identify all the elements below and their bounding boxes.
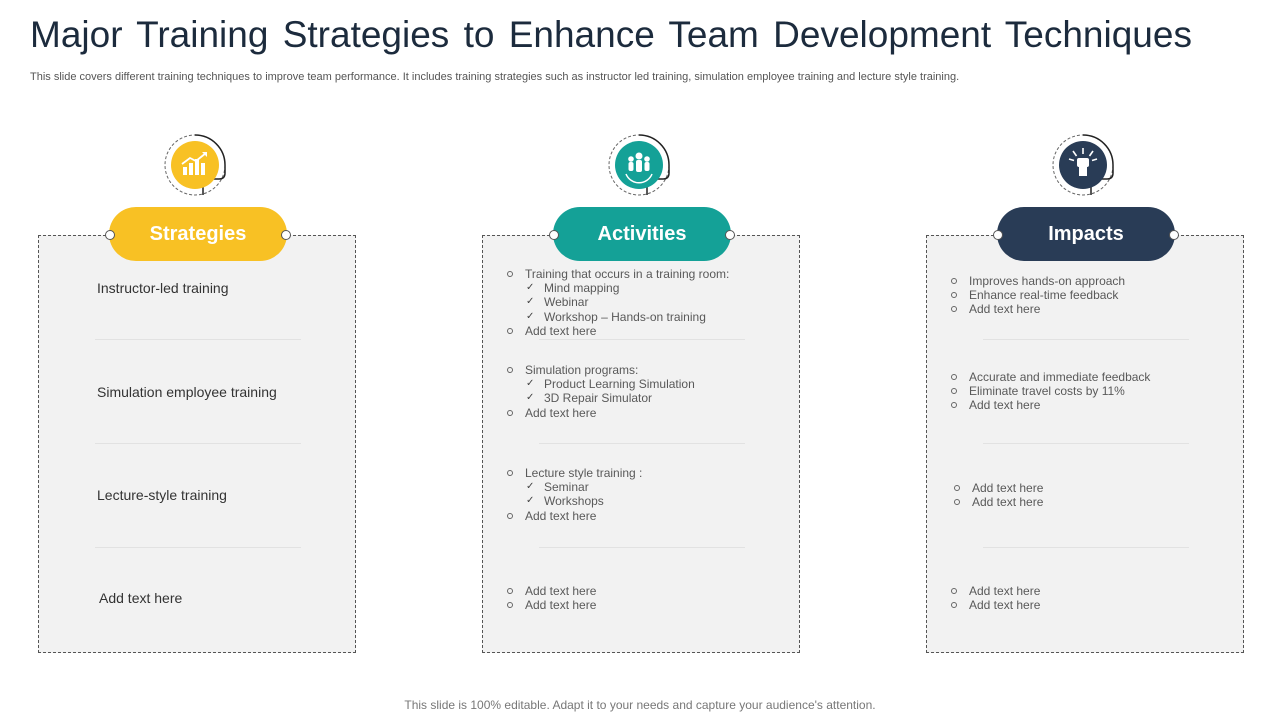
strategy-item: Simulation employee training xyxy=(97,384,277,400)
list-item: Add text here xyxy=(505,584,596,598)
divider xyxy=(95,547,301,548)
list-item: Add text here xyxy=(505,598,596,612)
list-item: Add text here xyxy=(949,302,1125,316)
list-item: Lecture style training : xyxy=(505,466,642,480)
team-group-icon xyxy=(608,134,670,196)
page-subtitle: This slide covers different training tec… xyxy=(30,71,960,83)
list-item: Training that occurs in a training room: xyxy=(505,267,729,281)
list-item: Add text here xyxy=(952,495,1043,509)
list-item: Add text here xyxy=(505,509,642,523)
list-item: Add text here xyxy=(949,398,1150,412)
connector-dot xyxy=(281,230,291,240)
divider xyxy=(983,443,1189,444)
list-item: Add text here xyxy=(505,324,729,338)
impact-group: Add text here Add text here xyxy=(949,584,1040,612)
fist-power-icon xyxy=(1052,134,1114,196)
connector-dot xyxy=(725,230,735,240)
strategies-box: Instructor-led training Simulation emplo… xyxy=(38,235,356,653)
list-item: 3D Repair Simulator xyxy=(505,391,695,405)
activity-group: Training that occurs in a training room:… xyxy=(505,267,729,338)
impacts-label: Impacts xyxy=(997,207,1175,261)
strategies-label: Strategies xyxy=(109,207,287,261)
list-item: Workshop – Hands-on training xyxy=(505,310,729,324)
activities-column: Training that occurs in a training room:… xyxy=(482,130,800,654)
impact-group: Accurate and immediate feedback Eliminat… xyxy=(949,370,1150,413)
strategies-column: Instructor-led training Simulation emplo… xyxy=(38,130,356,654)
impacts-box: Improves hands-on approach Enhance real-… xyxy=(926,235,1244,653)
activity-group: Lecture style training : Seminar Worksho… xyxy=(505,466,642,523)
divider xyxy=(95,443,301,444)
activities-label: Activities xyxy=(553,207,731,261)
strategy-item: Instructor-led training xyxy=(97,280,229,296)
list-item: Eliminate travel costs by 11% xyxy=(949,384,1150,398)
list-item: Seminar xyxy=(505,480,642,494)
list-item: Mind mapping xyxy=(505,281,729,295)
list-item: Improves hands-on approach xyxy=(949,274,1125,288)
impacts-column: Improves hands-on approach Enhance real-… xyxy=(926,130,1244,654)
connector-dot xyxy=(105,230,115,240)
list-item: Enhance real-time feedback xyxy=(949,288,1125,302)
impact-group: Add text here Add text here xyxy=(952,481,1043,509)
list-item: Simulation programs: xyxy=(505,363,695,377)
list-item: Add text here xyxy=(505,406,695,420)
activity-group: Add text here Add text here xyxy=(505,584,596,612)
list-item: Add text here xyxy=(952,481,1043,495)
list-item: Accurate and immediate feedback xyxy=(949,370,1150,384)
divider xyxy=(95,339,301,340)
activity-group: Simulation programs: Product Learning Si… xyxy=(505,363,695,420)
impact-group: Improves hands-on approach Enhance real-… xyxy=(949,274,1125,317)
divider xyxy=(983,547,1189,548)
divider xyxy=(983,339,1189,340)
list-item: Workshops xyxy=(505,494,642,508)
connector-dot xyxy=(549,230,559,240)
divider xyxy=(539,547,745,548)
activities-box: Training that occurs in a training room:… xyxy=(482,235,800,653)
connector-dot xyxy=(993,230,1003,240)
footer-note: This slide is 100% editable. Adapt it to… xyxy=(404,698,876,712)
list-item: Add text here xyxy=(949,598,1040,612)
list-item: Webinar xyxy=(505,295,729,309)
strategy-item: Add text here xyxy=(99,590,183,606)
divider xyxy=(539,339,745,340)
page-title: Major Training Strategies to Enhance Tea… xyxy=(30,14,1192,55)
bar-chart-growth-icon xyxy=(164,134,226,196)
strategy-item: Lecture-style training xyxy=(97,487,227,503)
connector-dot xyxy=(1169,230,1179,240)
list-item: Add text here xyxy=(949,584,1040,598)
divider xyxy=(539,443,745,444)
list-item: Product Learning Simulation xyxy=(505,377,695,391)
